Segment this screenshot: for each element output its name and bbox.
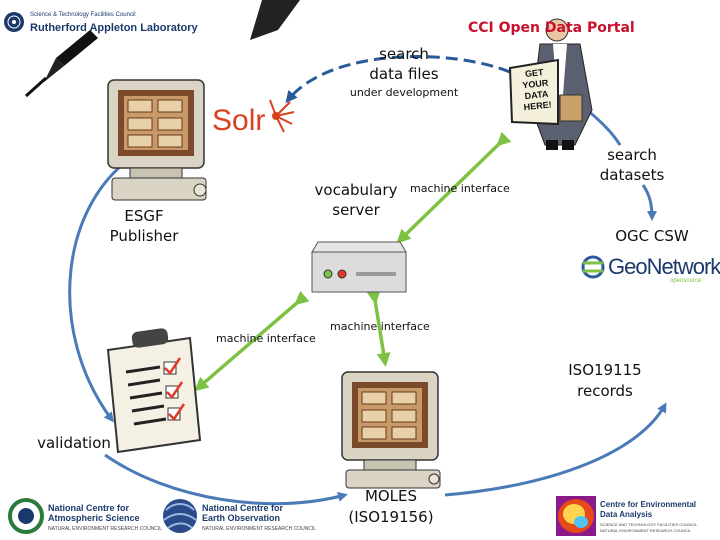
geonetwork-logo-text: GeoNetwork <box>608 254 720 279</box>
nceo-logo-icon <box>163 499 197 533</box>
stfc-ral-logo <box>4 12 24 32</box>
machine-interface-center-label: machine interface <box>330 320 430 333</box>
man-with-sign-icon <box>508 18 593 150</box>
moles-computer-icon <box>341 371 441 489</box>
ncas-logo-icon <box>8 498 44 534</box>
vocabulary-label-2: server <box>332 201 380 219</box>
under-development-label: under development <box>349 86 459 99</box>
nceo-name-2: Earth Observation <box>202 513 281 523</box>
solr-logo-icon <box>269 99 295 133</box>
dashed-arrow-to-solr <box>285 55 511 104</box>
ceda-sub-1: SCIENCE AND TECHNOLOGY FACILITIES COUNCI… <box>600 522 698 527</box>
pen-icon <box>24 0 300 98</box>
arrow-vocab-validation <box>194 290 310 392</box>
moles-label-1: MOLES <box>364 487 418 505</box>
arrow-validation-to-moles <box>104 453 348 506</box>
arrow-vocab-geonetwork <box>396 131 512 244</box>
ogc-csw-label: OGC CSW <box>615 227 689 245</box>
ncas-sub: NATURAL ENVIRONMENT RESEARCH COUNCIL <box>48 526 163 532</box>
iso-label-2: records <box>577 382 633 400</box>
search-datasets-label-1: search <box>607 146 657 164</box>
search-files-label-2: data files <box>369 65 439 83</box>
page-title: CCI Open Data Portal <box>468 20 635 36</box>
vocabulary-label-1: vocabulary <box>314 181 398 199</box>
search-files-label-1: search <box>379 45 429 63</box>
machine-interface-left-label: machine interface <box>216 332 316 345</box>
geonetwork-sub-text: opensource <box>670 278 702 284</box>
ceda-logo-icon <box>556 496 596 536</box>
ral-org-label: Rutherford Appleton Laboratory <box>30 22 198 34</box>
esgf-label-2: Publisher <box>109 227 179 245</box>
ceda-sub-2: NATURAL ENVIRONMENT RESEARCH COUNCIL <box>600 528 692 533</box>
solr-logo-text: Solr <box>212 104 266 137</box>
nceo-name-1: National Centre for <box>202 503 284 513</box>
iso-label-1: ISO19115 <box>568 361 642 379</box>
esgf-computer-icon <box>107 79 207 201</box>
geonetwork-globe-icon <box>581 255 605 279</box>
sign-text: GET YOUR DATA HERE! <box>521 67 553 113</box>
ceda-name-2: Data Analysis <box>600 510 653 519</box>
machine-interface-top-label: machine interface <box>410 182 510 195</box>
arrow-moles-to-iso <box>444 402 667 497</box>
ceda-name-1: Centre for Environmental <box>600 500 697 509</box>
ncas-name-1: National Centre for <box>48 503 130 513</box>
nceo-sub: NATURAL ENVIRONMENT RESEARCH COUNCIL <box>202 526 317 532</box>
search-datasets-label-2: datasets <box>599 166 665 184</box>
esgf-label-1: ESGF <box>124 207 164 225</box>
moles-label-2: (ISO19156) <box>348 508 434 526</box>
arrow-esgf-to-validation <box>68 150 141 423</box>
arrow-datasets-to-csw <box>641 184 657 221</box>
arrow-vocab-moles <box>366 290 391 367</box>
clipboard-icon <box>106 328 202 454</box>
stfc-org-label: Science & Technology Facilities Council <box>30 12 136 18</box>
vocabulary-server-icon <box>311 241 407 293</box>
validation-label: validation <box>37 434 111 452</box>
ncas-name-2: Atmospheric Science <box>48 513 140 523</box>
